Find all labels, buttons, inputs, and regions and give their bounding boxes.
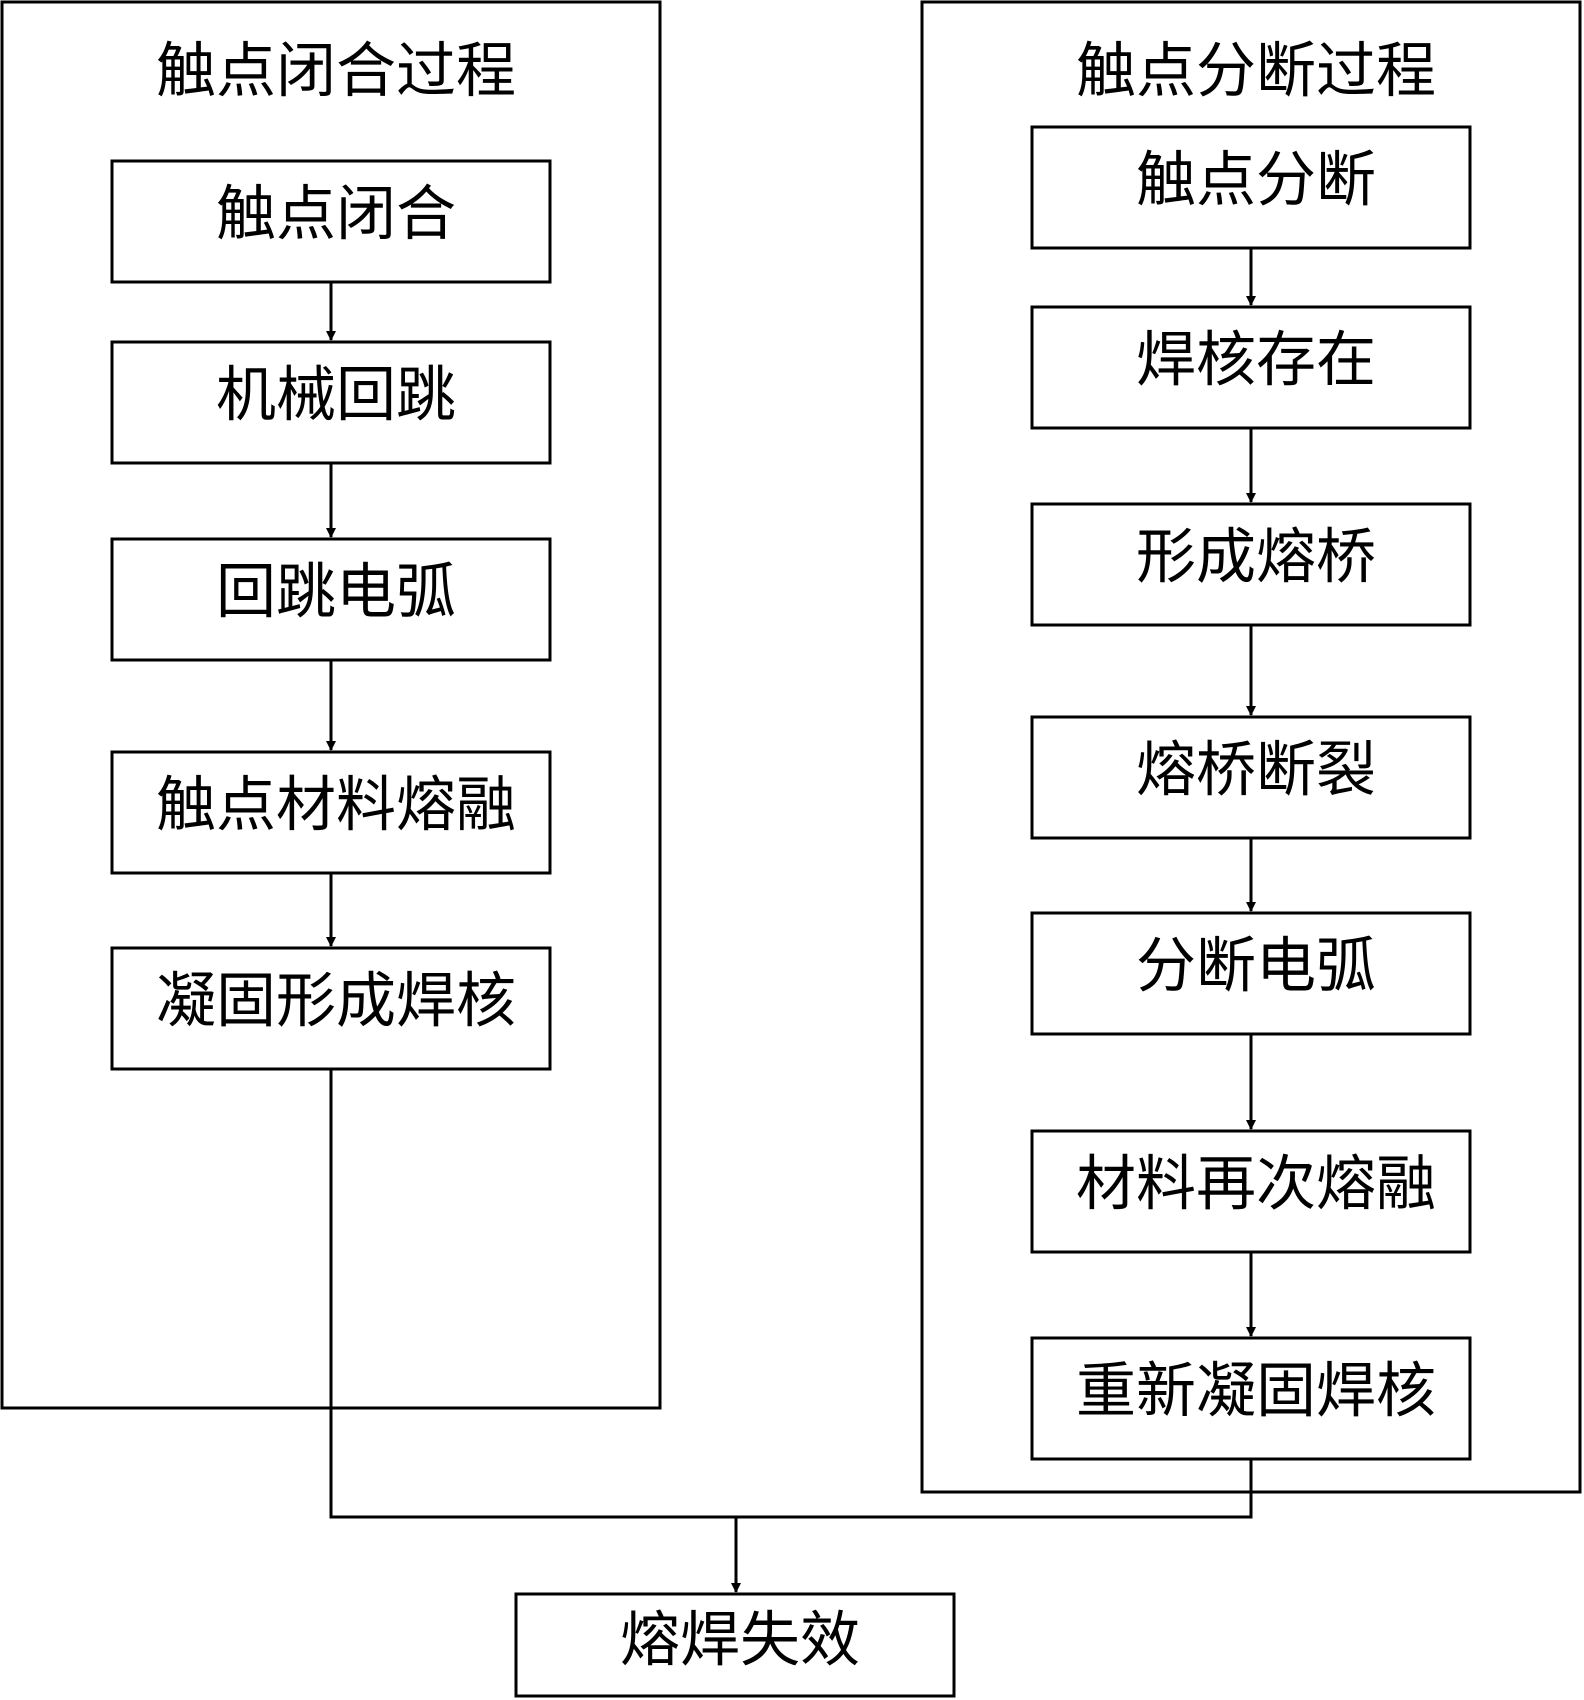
step-weld-nucleus-exists-label: 焊核存在 (1136, 326, 1376, 396)
step-breaking-arc-label: 分断电弧 (1136, 932, 1376, 1002)
result-weld-failure (514, 1592, 956, 1698)
step-mechanical-bounce-label: 机械回跳 (216, 361, 456, 431)
step-weld-nucleus-forming-label: 凝固形成焊核 (156, 967, 516, 1037)
step-contact-breaking-label: 触点分断 (1136, 146, 1376, 216)
step-molten-bridge-ruptures-label: 熔桥断裂 (1136, 736, 1376, 806)
step-molten-bridge-forms-label: 形成熔桥 (1136, 523, 1376, 593)
connector-right-to-merge (736, 1459, 1253, 1519)
step-material-remelting-label: 材料再次熔融 (1076, 1150, 1436, 1220)
step-contact-closing-label: 触点闭合 (216, 180, 456, 250)
result-weld-failure-label: 熔焊失效 (620, 1606, 860, 1676)
step-material-melting-label: 触点材料熔融 (156, 771, 516, 841)
closing-process-title: 触点闭合过程 (156, 37, 516, 107)
step-bounce-arc-label: 回跳电弧 (216, 558, 456, 628)
breaking-process-title: 触点分断过程 (1076, 37, 1436, 107)
step-weld-nucleus-resolidifying-label: 重新凝固焊核 (1076, 1357, 1436, 1427)
connector-left-to-merge (329, 1069, 736, 1519)
